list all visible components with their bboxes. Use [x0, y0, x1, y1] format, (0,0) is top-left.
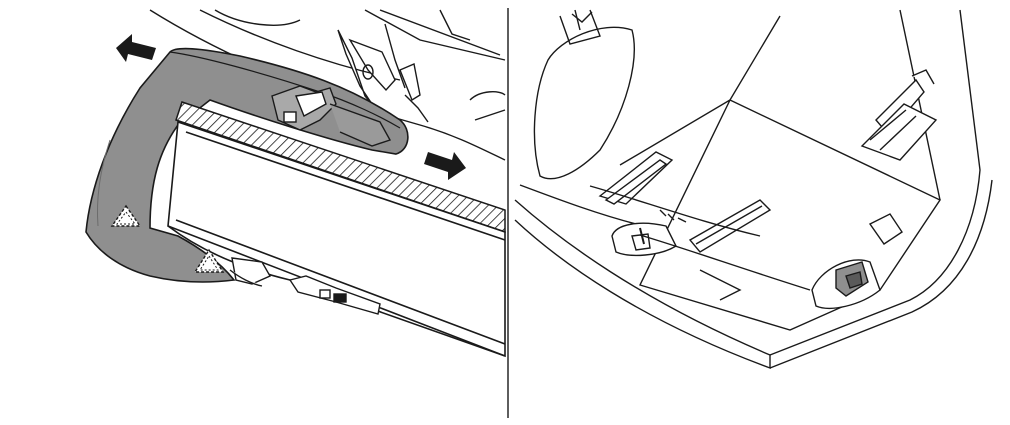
retaining-clip-icon: [860, 69, 938, 161]
retaining-clip-icon: [811, 213, 903, 309]
left-panel-mirror-cover-removal: [85, 9, 506, 358]
right-panel-mirror-base: [514, 9, 993, 370]
arrow-up-left-icon: [116, 34, 156, 62]
mirror-lower-housing: [229, 257, 381, 315]
cover-clip: [271, 85, 392, 147]
arrow-down-right-icon: [424, 152, 466, 180]
mirror-glass: [167, 120, 506, 358]
warning-triangle-icon: [110, 204, 142, 227]
warning-triangle-icon: [193, 248, 225, 273]
pad-block: [533, 26, 635, 180]
housing-inner-floor: [619, 15, 942, 331]
retaining-clip-icon: [598, 151, 772, 253]
housing-outline: [514, 199, 771, 370]
mounting-bracket: [337, 9, 471, 123]
